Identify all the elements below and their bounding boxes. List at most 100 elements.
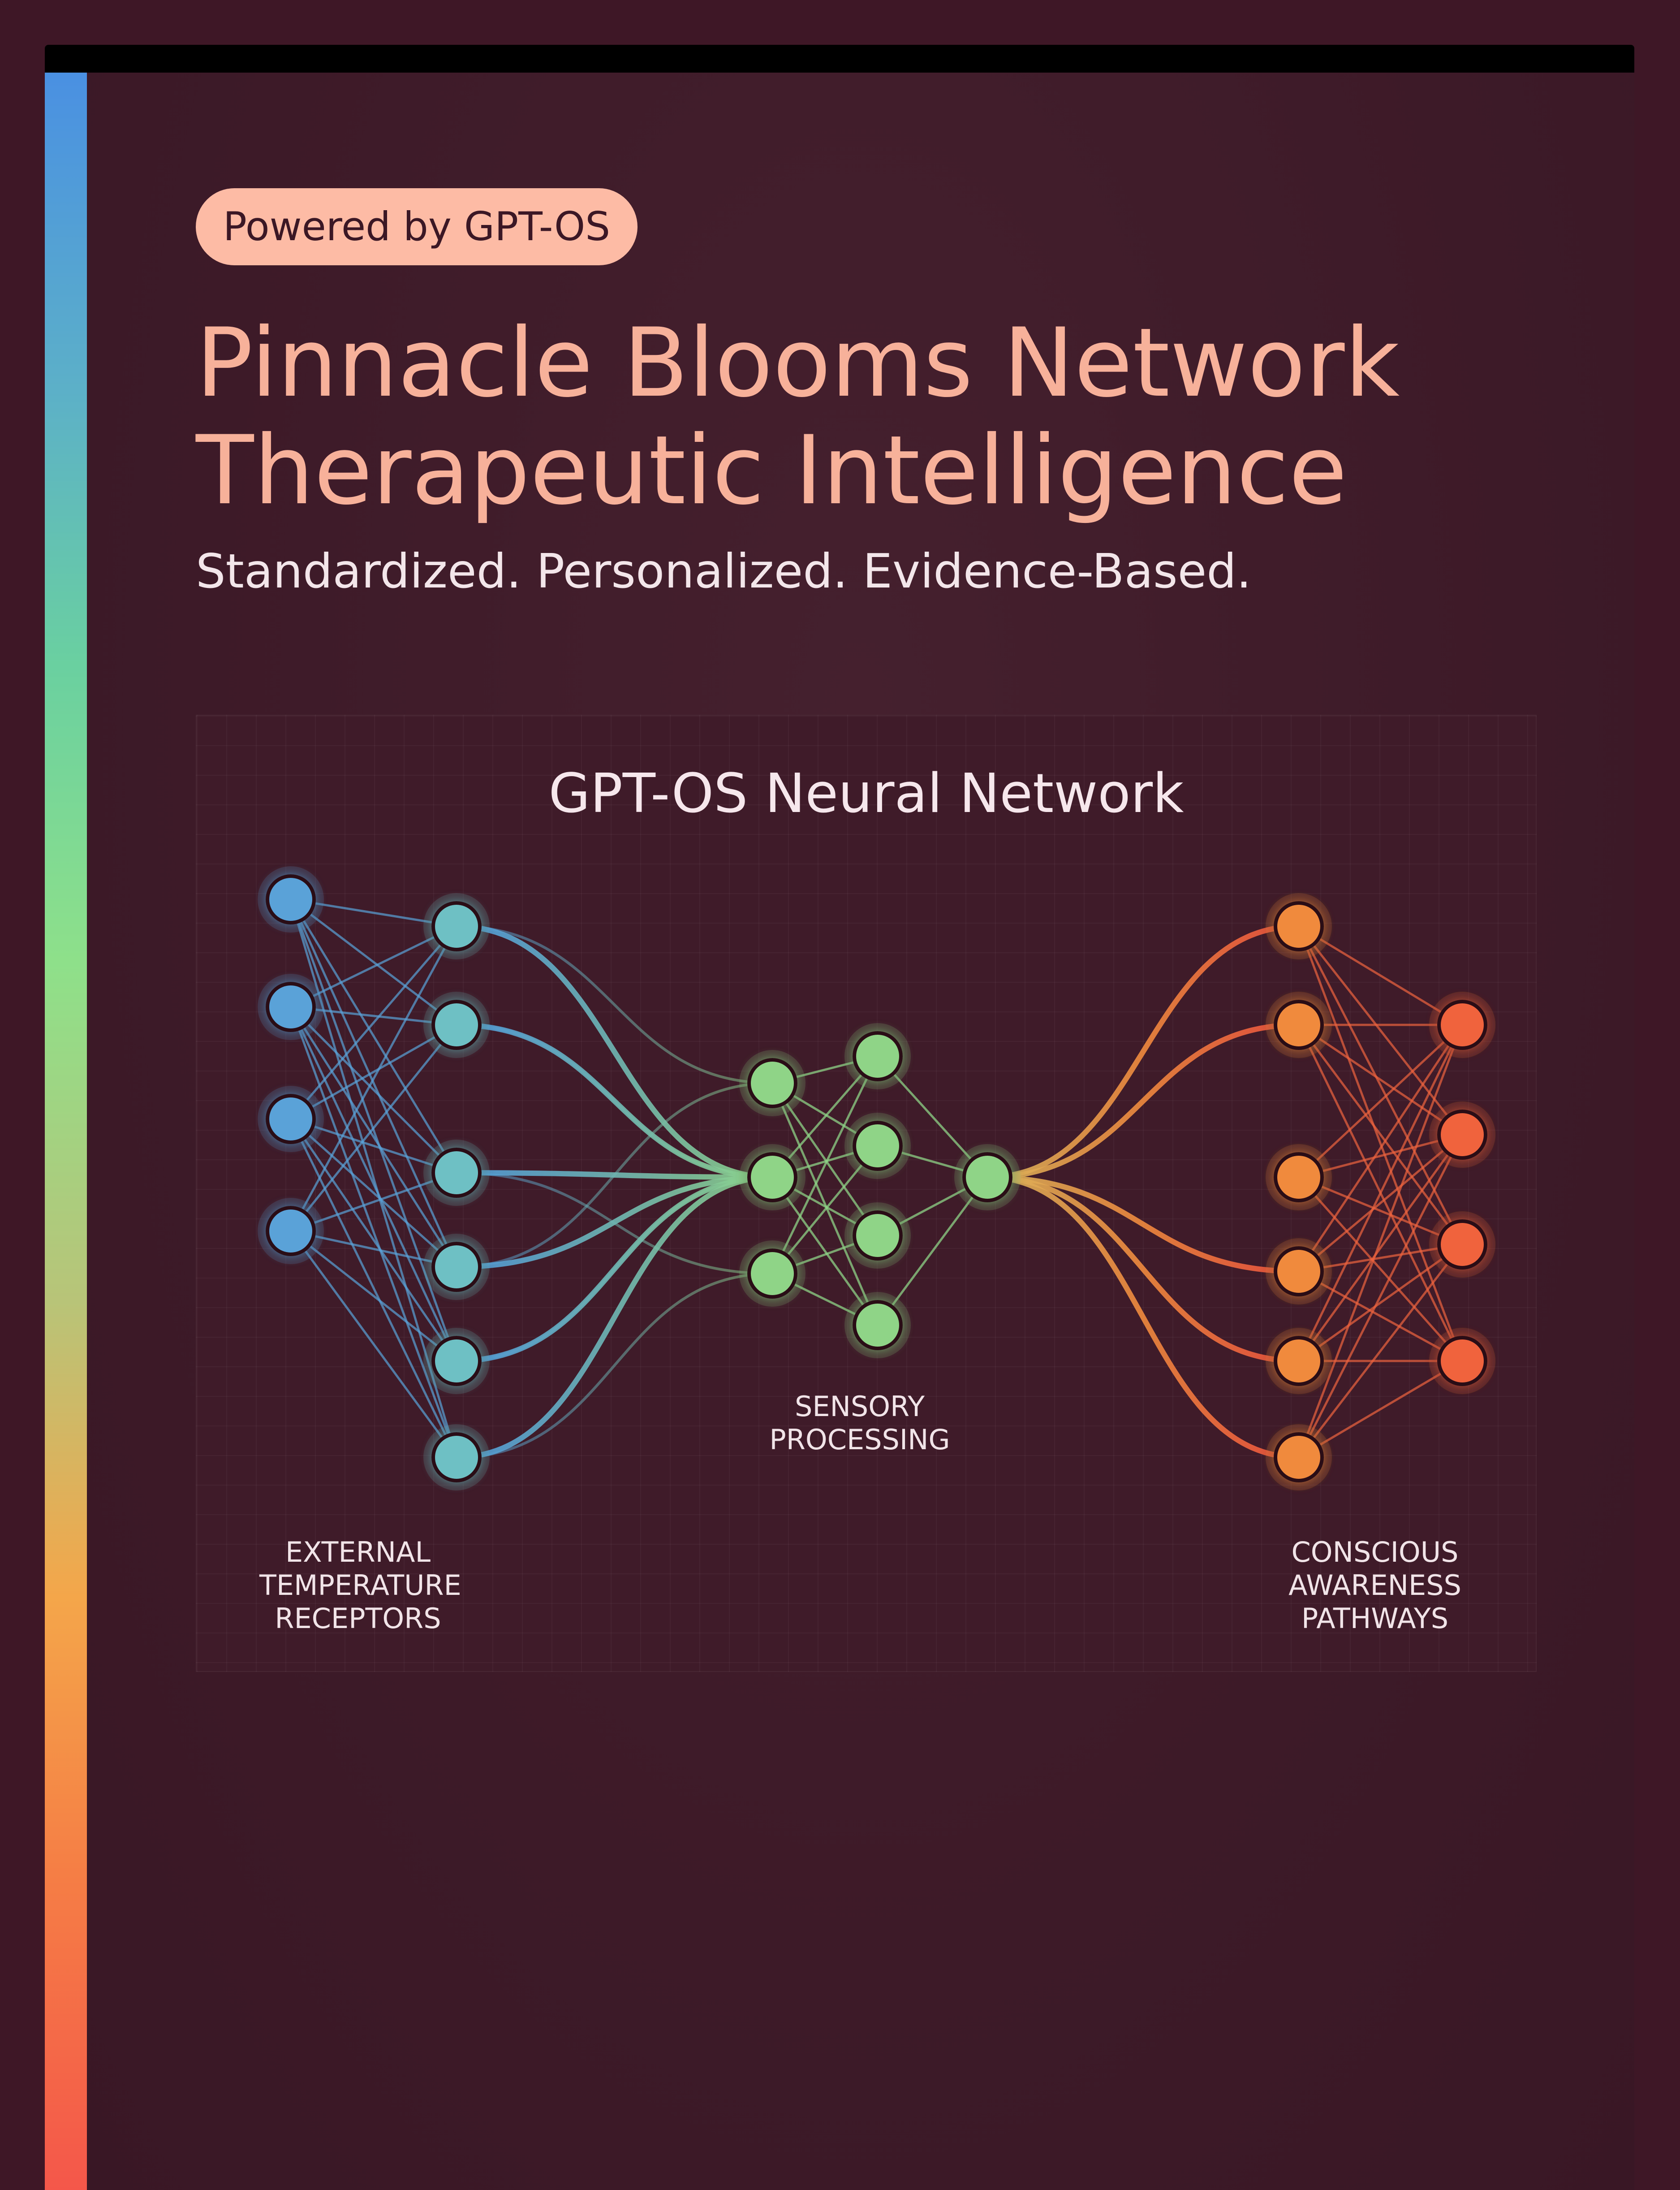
connection-line	[290, 1230, 457, 1268]
connection-line	[289, 898, 458, 1174]
label-line: AWARENESS	[1288, 1569, 1461, 1602]
connection-line	[290, 1171, 457, 1232]
connection-line	[1298, 925, 1463, 1026]
network-node	[853, 1300, 903, 1350]
connection-line	[771, 1055, 879, 1178]
label-external-temperature-receptors: EXTERNAL TEMPERATURE RECEPTORS	[259, 1536, 461, 1635]
connection-line	[290, 1118, 457, 1174]
connection-curve	[985, 1175, 1301, 1460]
network-node	[431, 1336, 482, 1386]
network-node	[853, 1210, 903, 1261]
connection-line	[289, 898, 458, 1268]
network-node	[1274, 1152, 1324, 1202]
network-node	[1274, 1336, 1324, 1386]
connection-line	[877, 1055, 988, 1178]
network-node	[1274, 1432, 1324, 1482]
connection-line	[1298, 1176, 1463, 1246]
label-conscious-awareness-pathways: CONSCIOUS AWARENESS PATHWAYS	[1276, 1536, 1473, 1635]
connection-line	[290, 898, 457, 1026]
connection-line	[1297, 926, 1464, 1361]
label-line: PROCESSING	[769, 1423, 950, 1456]
connection-line	[290, 1230, 457, 1362]
connection-line	[771, 1055, 879, 1274]
window-top-bar	[45, 45, 1634, 73]
connection-line	[1297, 925, 1464, 1245]
connection-line	[1297, 1024, 1464, 1272]
page-tagline: Standardized. Personalized. Evidence-Bas…	[196, 544, 1252, 599]
network-node	[853, 1121, 903, 1171]
page-title: Pinnacle Blooms Network Therapeutic Inte…	[196, 309, 1540, 524]
network-node	[266, 874, 316, 924]
connection-line	[1297, 1134, 1464, 1362]
connection-line	[876, 1176, 989, 1326]
connection-line	[1298, 1360, 1463, 1459]
network-nodes	[258, 866, 1495, 1490]
connection-curve	[455, 1272, 774, 1459]
connection-line	[290, 1006, 457, 1026]
network-node	[1274, 901, 1324, 951]
connection-curve	[455, 1024, 774, 1179]
connection-line	[771, 1083, 879, 1326]
network-node	[1437, 1000, 1487, 1050]
connection-line	[289, 1006, 458, 1362]
connection-curve	[455, 1082, 774, 1268]
label-line: SENSORY	[794, 1390, 925, 1423]
network-node	[431, 1148, 482, 1198]
connection-line	[290, 1006, 457, 1174]
network-node	[853, 1031, 903, 1081]
connection-curve	[455, 925, 774, 1084]
network-node	[1274, 1246, 1324, 1296]
connection-curve	[985, 1175, 1301, 1274]
connection-line	[290, 925, 457, 1120]
connection-line	[771, 1145, 879, 1274]
network-node	[962, 1152, 1012, 1202]
connection-curve	[455, 1171, 774, 1275]
gradient-accent-strip	[45, 73, 87, 2190]
label-line: CONSCIOUS	[1291, 1536, 1459, 1568]
connection-line	[1298, 1244, 1463, 1458]
label-line: TEMPERATURE	[259, 1569, 461, 1602]
connection-line	[289, 1230, 458, 1458]
connection-line	[289, 899, 458, 1361]
page-title-line-2: Therapeutic Intelligence	[196, 415, 1348, 526]
network-node	[1274, 1000, 1324, 1050]
network-node	[431, 1000, 482, 1050]
connection-curve	[455, 1176, 774, 1362]
connection-line	[290, 1024, 457, 1232]
powered-by-badge: Powered by GPT-OS	[196, 188, 638, 265]
connection-line	[1298, 1270, 1463, 1362]
network-node	[431, 1242, 482, 1292]
connection-line	[1298, 1024, 1463, 1178]
connection-line	[289, 925, 458, 1232]
connection-line	[1298, 1133, 1463, 1179]
network-node	[1437, 1110, 1487, 1160]
connection-line	[289, 1006, 458, 1458]
connection-line	[1297, 1024, 1464, 1362]
connection-line	[771, 1082, 879, 1236]
page-title-line-1: Pinnacle Blooms Network	[196, 307, 1400, 418]
diagram-title: GPT-OS Neural Network	[548, 763, 1184, 825]
network-node	[747, 1152, 797, 1202]
connection-line	[1298, 1243, 1463, 1273]
network-connections	[289, 898, 1464, 1460]
connection-curve	[985, 1175, 1301, 1364]
connection-line	[1297, 1134, 1464, 1458]
connection-line	[771, 1176, 879, 1326]
connection-curve	[985, 1022, 1301, 1180]
network-node	[266, 982, 316, 1032]
neural-network-diagram: GPT-OS Neural Network EXTERNAL TEMPERATU…	[196, 715, 1537, 1672]
connection-line	[289, 1118, 458, 1362]
connection-line	[290, 1118, 457, 1268]
connection-line	[1298, 1134, 1463, 1272]
connection-line	[289, 1118, 458, 1458]
connection-line	[1298, 1243, 1463, 1362]
network-node	[747, 1248, 797, 1299]
label-line: EXTERNAL	[285, 1536, 431, 1568]
connection-line	[1298, 1024, 1463, 1136]
connection-line	[1297, 1024, 1464, 1458]
connection-line	[289, 1006, 458, 1268]
neural-network-graphic	[258, 866, 1495, 1490]
connection-curve	[454, 1175, 775, 1460]
network-node	[266, 1206, 316, 1256]
connection-line	[1298, 1176, 1463, 1362]
